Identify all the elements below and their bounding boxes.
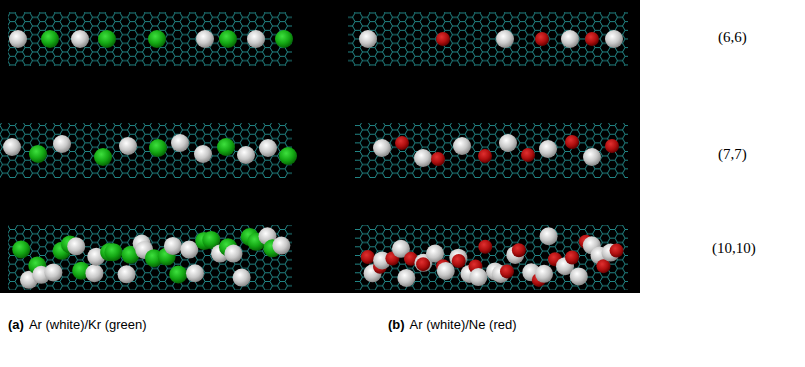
nanotube xyxy=(0,123,292,178)
black-background xyxy=(0,0,640,293)
atom xyxy=(12,240,30,258)
atom xyxy=(499,134,517,152)
atom xyxy=(94,148,112,166)
panel-caption: Ar (white)/Ne (red) xyxy=(410,317,517,333)
atom xyxy=(171,134,189,152)
atom xyxy=(535,265,553,283)
atom xyxy=(540,227,558,245)
atom xyxy=(539,140,557,158)
atom xyxy=(194,145,212,163)
atom xyxy=(98,30,116,48)
atom xyxy=(436,32,450,46)
nanotube xyxy=(355,123,628,178)
atom xyxy=(67,237,85,255)
atom xyxy=(164,237,182,255)
atom xyxy=(605,30,623,48)
atom xyxy=(570,267,588,285)
atom xyxy=(148,30,166,48)
atom xyxy=(272,237,290,255)
atom xyxy=(496,30,514,48)
chirality-label: (6,6) xyxy=(718,28,747,46)
atom xyxy=(610,244,624,258)
atom xyxy=(414,149,432,167)
atom xyxy=(521,148,535,162)
atom xyxy=(437,262,455,280)
panel-letter: (a) xyxy=(8,317,24,333)
atom xyxy=(478,149,492,163)
atom xyxy=(395,136,409,150)
atom xyxy=(237,146,255,164)
atom xyxy=(361,250,375,264)
atom xyxy=(169,265,187,283)
atom xyxy=(469,268,487,286)
atom xyxy=(279,147,297,165)
atom xyxy=(585,32,599,46)
atom xyxy=(512,243,526,257)
atom xyxy=(3,138,21,156)
nanotube xyxy=(355,225,628,290)
atom xyxy=(478,240,492,254)
atom xyxy=(41,30,59,48)
nanotube xyxy=(8,225,292,290)
atom xyxy=(359,30,377,48)
atom xyxy=(9,30,27,48)
chirality-label: (7,7) xyxy=(718,145,747,163)
atom xyxy=(71,30,89,48)
atom xyxy=(535,32,549,46)
atom xyxy=(247,30,265,48)
atom xyxy=(219,30,237,48)
atom xyxy=(565,135,579,149)
atom xyxy=(149,139,167,157)
atom xyxy=(453,137,471,155)
atom xyxy=(561,30,579,48)
chirality-label: (10,10) xyxy=(712,239,756,257)
atom xyxy=(118,265,136,283)
atom xyxy=(500,264,514,278)
atom xyxy=(29,145,47,163)
atom xyxy=(565,250,579,264)
atom xyxy=(431,152,445,166)
atom xyxy=(186,264,204,282)
atom xyxy=(452,254,466,268)
atom xyxy=(44,263,62,281)
atom xyxy=(217,138,235,156)
atom xyxy=(416,257,430,271)
atom xyxy=(104,243,122,261)
atom xyxy=(259,139,277,157)
atom xyxy=(275,30,293,48)
atom xyxy=(605,139,619,153)
atom xyxy=(224,245,242,263)
atom xyxy=(397,269,415,287)
atom xyxy=(373,139,391,157)
atom xyxy=(85,264,103,282)
atom xyxy=(196,30,214,48)
atom xyxy=(119,137,137,155)
atom xyxy=(53,135,71,153)
panel-caption: Ar (white)/Kr (green) xyxy=(29,317,147,333)
atom xyxy=(583,148,601,166)
atom xyxy=(233,269,251,287)
nanotube xyxy=(8,12,292,66)
nanotube xyxy=(348,12,628,66)
panel-letter: (b) xyxy=(388,317,405,333)
